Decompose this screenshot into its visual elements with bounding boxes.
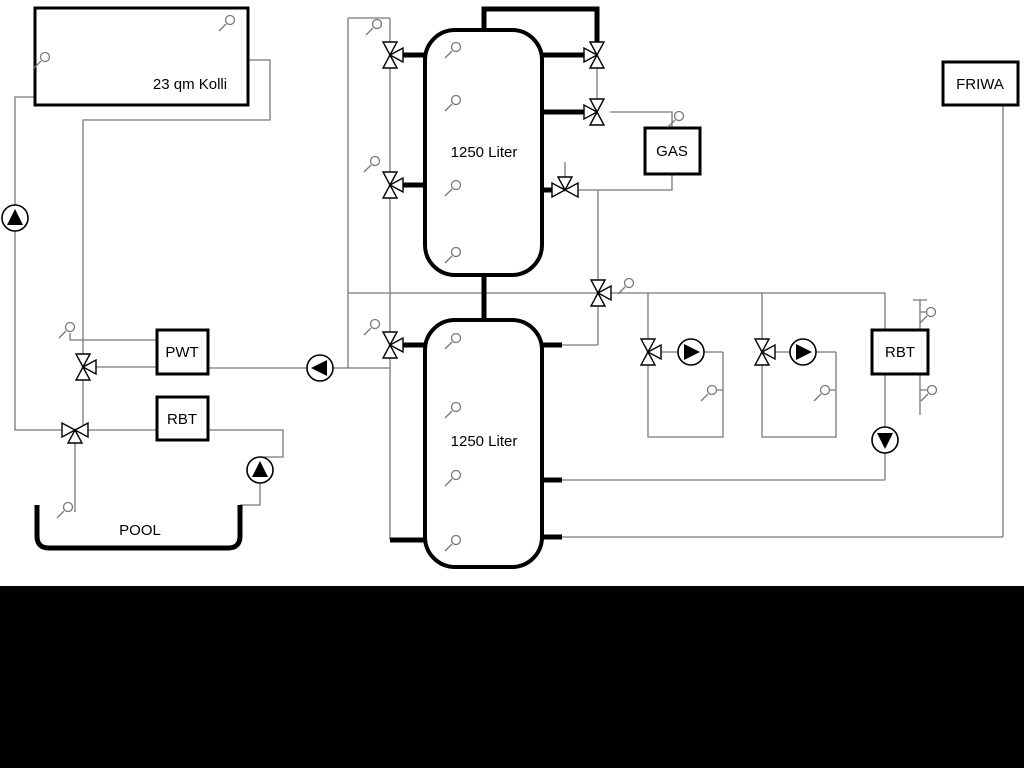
letterbox-band [0,586,1024,768]
gas-label: GAS [656,143,688,160]
friwa-box [941,60,1020,107]
pipes-right-circuits [562,105,1004,538]
upper-tank-label: 1250 Liter [451,144,518,161]
rbt-right-label: RBT [885,344,915,361]
pwt-pump-icon [306,354,334,382]
solar-pump-icon [1,204,29,232]
rbt-left-box [155,395,210,442]
pipes-valve-column [347,17,885,540]
heating-pump-2-icon [789,338,817,366]
rbt-pump-icon [871,426,899,454]
pipes-thick [390,6,600,543]
solar-collector-box [33,6,250,107]
pipes-left-circuit [14,59,390,512]
heating-pump-1-icon [677,338,705,366]
buffer-tank-lower [423,318,544,569]
pwt-label: PWT [165,344,198,361]
rbt-right-box [870,328,930,376]
friwa-label: FRIWA [956,76,1004,93]
pwt-box [155,328,210,376]
rbt-left-label: RBT [167,411,197,428]
gas-boiler-box [643,126,702,176]
buffer-tank-upper [423,28,544,277]
pool-label: POOL [119,522,161,539]
lower-tank-label: 1250 Liter [451,433,518,450]
pipes-gas-loop [562,67,673,346]
pool-pump-icon [246,456,274,484]
pool-basin [34,505,243,551]
collector-label: 23 qm Kolli [153,76,227,93]
